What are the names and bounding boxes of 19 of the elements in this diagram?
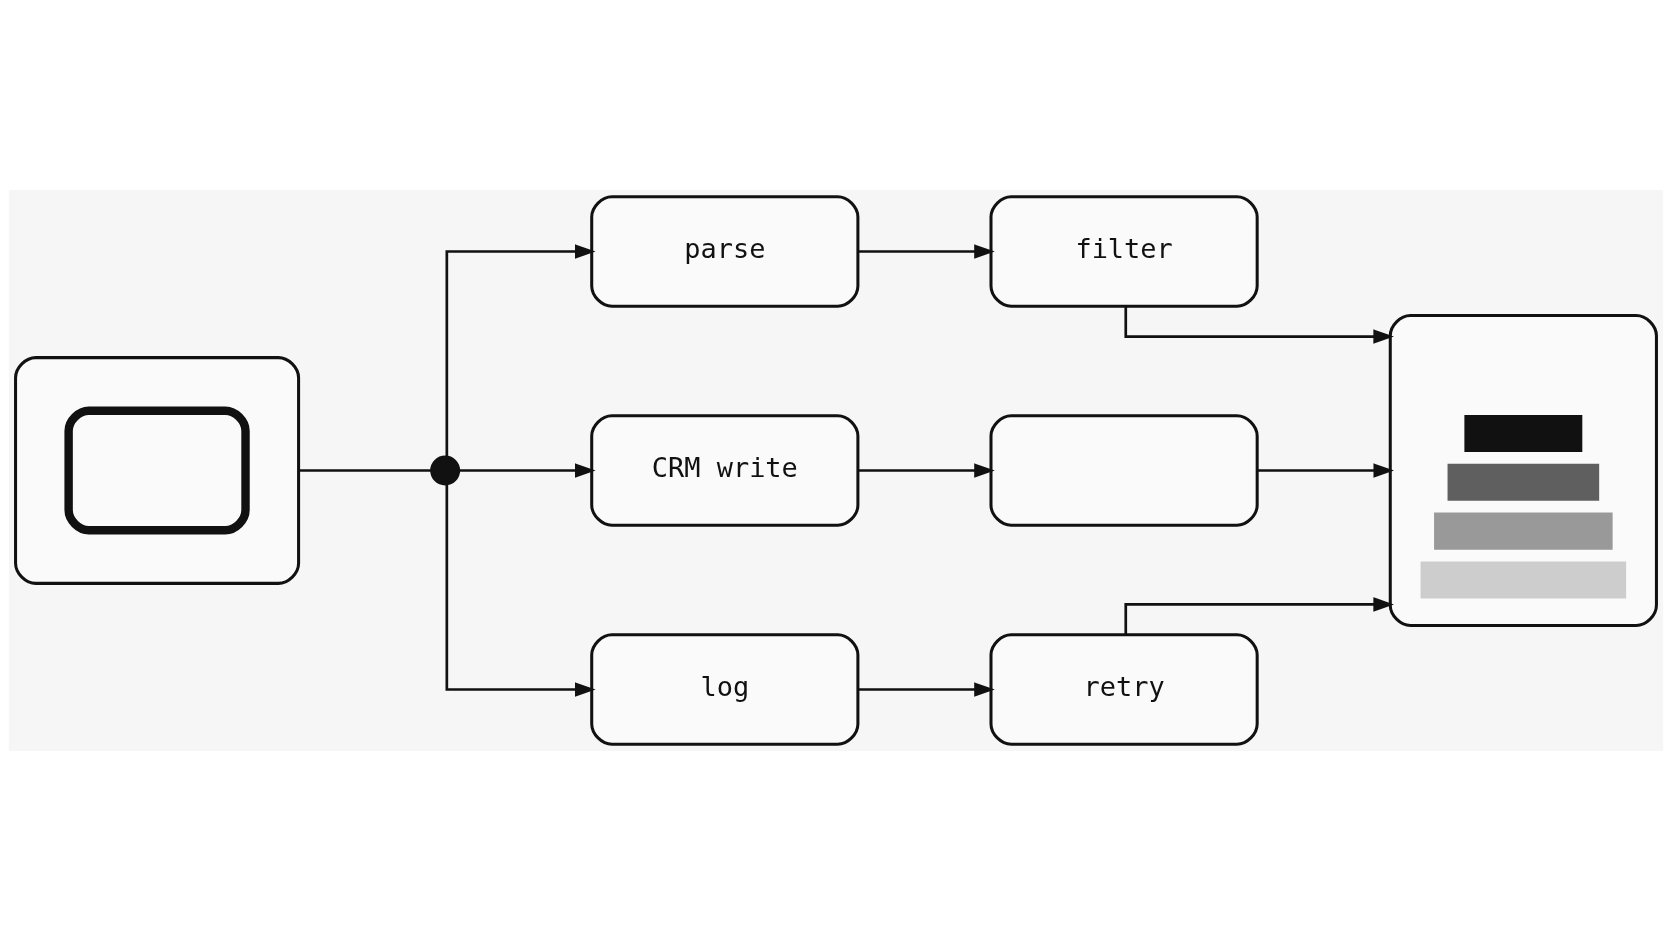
- node-box: log: [590, 633, 860, 746]
- node-box: [989, 414, 1259, 527]
- node-box: retry: [989, 633, 1259, 746]
- node-picture: [1388, 314, 1658, 627]
- node-circle: [430, 455, 461, 486]
- arrow: [1257, 463, 1395, 478]
- connector: [299, 469, 431, 472]
- node-picture: [14, 356, 301, 585]
- arrow: [445, 484, 596, 697]
- arrow: [858, 463, 995, 478]
- arrow: [445, 244, 596, 457]
- arrow: [858, 244, 995, 259]
- node-box: filter: [989, 195, 1259, 308]
- arrow: [458, 463, 596, 478]
- node-box: CRM write: [590, 414, 860, 527]
- arrow: [858, 682, 995, 697]
- arrow: [1124, 597, 1394, 635]
- arrow: [1124, 306, 1394, 344]
- node-box: parse: [590, 195, 860, 308]
